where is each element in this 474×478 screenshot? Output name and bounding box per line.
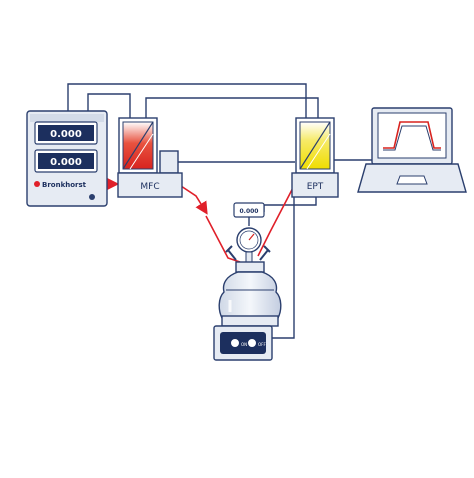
laptop-touchpad [396,175,428,185]
mfc-to-reactor-gas-line [177,183,208,215]
pressure-gauge-assembly: 0.000 [225,202,271,263]
ept-label: EPT [307,182,324,192]
hotplate-panel [220,332,266,354]
mfc-label: MFC [140,182,159,192]
power-button[interactable] [89,194,95,200]
ept-to-reactor-gas-line [257,181,297,257]
hotplate-left-label: ON [241,342,247,347]
inlet-valve-icon [225,245,237,261]
ept-body [291,172,339,198]
brand-name: Bronkhorst [42,181,87,189]
gauge-display-value: 0.000 [240,208,259,215]
readout-unit: 0.000 0.000 Bronkhorst [26,110,108,207]
hotplate-top [221,315,279,327]
readout-to-ept-line [67,83,307,118]
outlet-valve-icon [259,245,271,261]
laptop-trend-curve [383,121,441,149]
gas-line [88,177,297,263]
mfc-body [117,172,183,198]
reactor-vessel [218,261,282,319]
mfc-valve-block [159,150,179,174]
hotplate-right-label: OFF [258,342,266,347]
hotplate-stirrer: ON OFF [213,315,279,361]
hotplate-right-knob[interactable] [247,338,257,348]
laptop [357,107,467,193]
brand-logo-icon [34,181,40,187]
signal-lines [67,83,372,339]
ept-unit: EPT [291,117,339,198]
mfc-to-ept-top-line [145,97,319,118]
readout-to-mfc-line [87,93,131,118]
display-1-value: 0.000 [50,129,82,140]
display-2-value: 0.000 [50,157,82,168]
reactor-inlet-gas-line [205,215,241,263]
ept-to-hotplate-line [272,190,295,339]
hotplate-left-knob[interactable] [230,338,240,348]
laptop-trend-curve-2 [383,125,441,151]
mfc-unit: MFC [117,117,183,198]
